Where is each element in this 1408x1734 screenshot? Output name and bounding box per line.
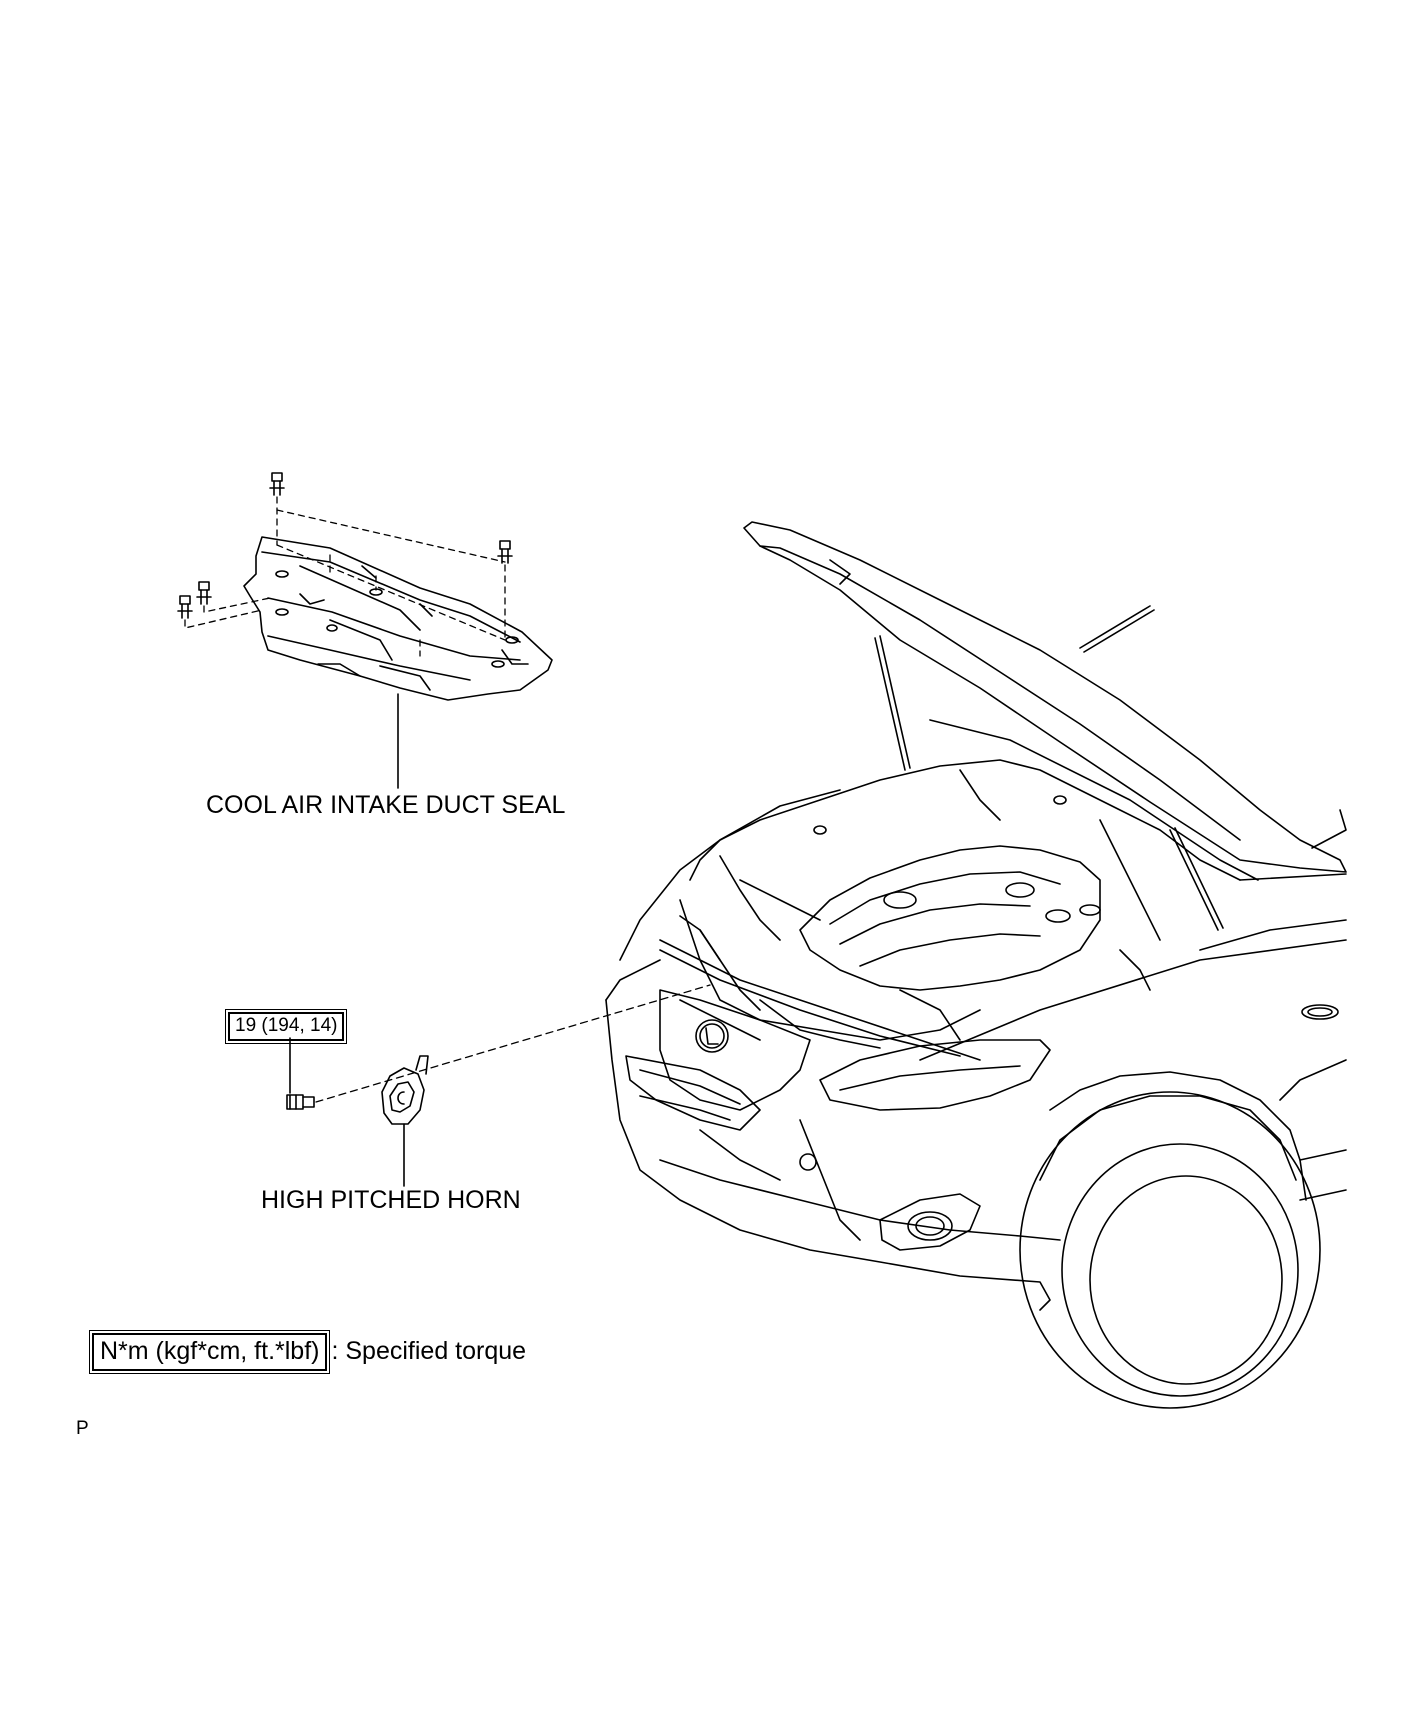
horn-label: HIGH PITCHED HORN bbox=[261, 1186, 521, 1214]
install-dashed-line bbox=[315, 984, 711, 1103]
fastener-dashed-lines bbox=[184, 496, 506, 657]
bolt-part bbox=[286, 1094, 315, 1110]
clip-icon bbox=[196, 581, 212, 605]
torque-unit-box: N*m (kgf*cm, ft.*lbf) bbox=[88, 1330, 331, 1374]
clip-icon bbox=[269, 472, 285, 496]
vehicle-illustration bbox=[605, 521, 1347, 1409]
clip-icon bbox=[497, 540, 513, 564]
torque-legend: N*m (kgf*cm, ft.*lbf) : Specified torque bbox=[88, 1330, 527, 1374]
torque-legend-text: : Specified torque bbox=[331, 1337, 527, 1366]
horn-part bbox=[381, 1055, 429, 1125]
duct-seal-part bbox=[243, 536, 553, 701]
duct-seal-label: COOL AIR INTAKE DUCT SEAL bbox=[206, 791, 566, 819]
torque-spec-box: 19 (194, 14) bbox=[224, 1009, 348, 1044]
page-mark: P bbox=[76, 1418, 89, 1439]
clip-icon bbox=[177, 595, 193, 619]
